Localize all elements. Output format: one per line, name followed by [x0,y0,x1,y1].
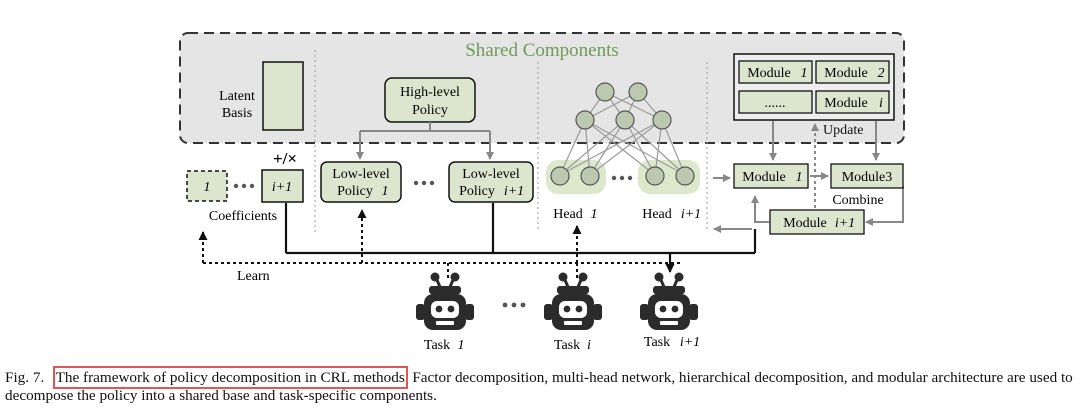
robot-icon [414,271,476,332]
low-level-policy-1-label-1: Low-level [332,167,390,182]
low-level-policy-1-index: 1 [382,184,389,199]
module-dots-label: ...... [765,96,786,111]
update-label: Update [823,123,863,138]
head-1-index: 1 [591,207,598,222]
latent-basis-label-1: Latent [219,89,255,104]
task-i1-index: i+1 [680,335,700,350]
combine-label: Combine [832,193,883,208]
module-dots-box [738,90,813,114]
flow-module-3-label: Module3 [842,170,893,185]
flow-module-1-box [733,163,809,189]
robot-icon [638,271,700,332]
flow-module-1-label: Module [742,170,786,185]
module-1-label: Module [747,66,791,81]
module-i-index: i [879,96,883,111]
latent-basis-label-2: Basis [222,106,252,121]
latent-basis-box [262,61,304,131]
coefficients-label: Coefficients [209,209,277,224]
task-1-label: Task [424,338,450,353]
hierarchy-connectors [356,122,494,160]
module-1-index: 1 [801,66,808,81]
low-level-policy-i1-index: i+1 [504,184,524,199]
task-i-label: Task [554,338,580,353]
learn-feedback-lines [198,209,680,280]
figure-caption: Fig. 7. The framework of policy decompos… [5,366,1077,405]
low-level-policy-1-box [320,161,402,203]
figure-number: Fig. 7. [5,369,45,386]
neural-network-icon [546,82,700,194]
task-i-index: i [587,338,591,353]
shared-components-title: Shared Components [465,40,619,61]
low-level-policy-i1-label-1: Low-level [462,167,520,182]
caption-rest-text: . Factor decomposition, multi-head netwo… [5,369,1073,404]
policy-decomposition-figure: Shared Components Latent Basis +/× 1 i+1… [179,32,905,353]
flow-module-i1-index: i+1 [835,216,855,231]
caption-highlighted-text: The framework of policy decomposition in… [52,366,408,389]
module-2-label: Module [824,66,868,81]
head-1-label: Head [553,207,583,222]
coefficient-box-1 [186,170,228,202]
low-level-policy-1-label-2: Policy [337,184,373,199]
robot-icon [542,271,604,332]
module-2-box [815,60,890,84]
module-flow-arrows [713,121,904,233]
module-2-index: 2 [878,66,885,81]
plus-times-operator: +/× [273,149,297,168]
coef-ellipsis [233,183,255,189]
learn-label: Learn [237,269,270,284]
coefficient-box-i1 [261,169,304,203]
flow-module-1-index: 1 [796,170,803,185]
high-level-policy-label-1: High-level [400,85,460,100]
module-1-box [738,60,813,84]
head-i1-label: Head [642,207,672,222]
flow-module-i1-box [769,209,865,235]
low-level-policy-i1-label-2: Policy [459,184,495,199]
task-i1-label: Task [644,335,670,350]
flow-module-3-box [830,163,904,189]
coefficient-1-label: 1 [204,180,211,195]
task-routing-lines [284,203,757,273]
column-separators [314,50,708,232]
high-level-policy-label-2: Policy [412,103,448,118]
head-i1-index: i+1 [681,207,701,222]
task-1-index: 1 [458,338,465,353]
task-ellipsis [502,302,526,308]
shared-components-box [179,32,905,144]
low-policy-ellipsis [413,180,435,186]
low-level-policy-i1-box [448,161,534,203]
flow-module-i1-label: Module [783,216,827,231]
coefficient-i1-label: i+1 [272,180,292,195]
module-i-box [815,90,890,114]
head-ellipsis [611,175,633,181]
module-i-label: Module [824,96,868,111]
